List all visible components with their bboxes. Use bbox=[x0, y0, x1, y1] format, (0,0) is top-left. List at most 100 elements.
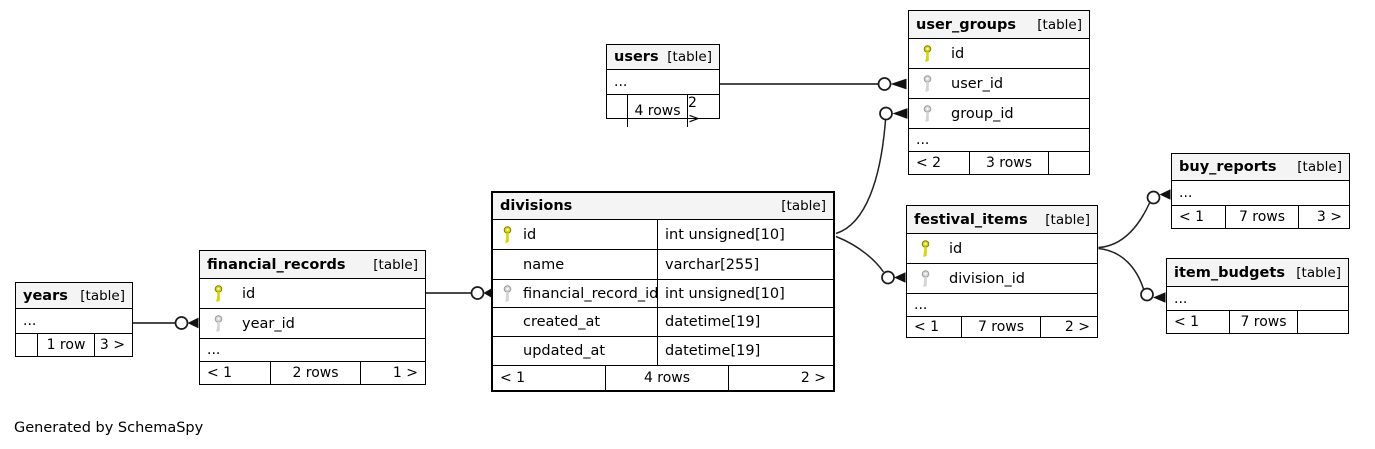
table-header[interactable]: festival_items [table] bbox=[907, 206, 1097, 234]
table-header[interactable]: divisions [table] bbox=[493, 193, 833, 220]
table-footer: 1 row 3 > bbox=[16, 334, 132, 356]
table-name[interactable]: divisions bbox=[500, 198, 573, 214]
column-type: varchar[255] bbox=[657, 250, 833, 279]
column-type: int unsigned[10] bbox=[657, 220, 833, 249]
foreign-key-icon bbox=[214, 314, 223, 332]
relationship-festival_items-to-item_budgets bbox=[1098, 247, 1166, 303]
table-type-tag: [table] bbox=[1037, 16, 1082, 33]
table-users[interactable]: users [table] ... 4 rows 2 > bbox=[606, 44, 720, 127]
ellipsis-row: ... bbox=[1172, 181, 1349, 206]
table-footer: < 1 4 rows 2 > bbox=[493, 366, 833, 390]
column-row-year_id[interactable]: year_id bbox=[200, 309, 425, 339]
table-header[interactable]: financial_records [table] bbox=[200, 251, 425, 279]
footer-rows-count: 4 rows bbox=[627, 95, 688, 127]
table-footer: < 1 7 rows bbox=[1167, 311, 1348, 333]
footer-right bbox=[1049, 152, 1089, 174]
table-name[interactable]: years bbox=[23, 287, 68, 304]
table-item_budgets[interactable]: item_budgets [table] ... < 1 7 rows bbox=[1166, 258, 1349, 334]
table-header[interactable]: item_budgets [table] bbox=[1167, 259, 1348, 287]
table-years[interactable]: years [table] ... 1 row 3 > bbox=[15, 282, 133, 357]
table-type-tag: [table] bbox=[667, 49, 712, 65]
column-type: datetime[19] bbox=[657, 308, 833, 336]
footer-right: 3 > bbox=[99, 337, 125, 353]
foreign-key-icon bbox=[503, 284, 512, 302]
primary-key-icon bbox=[921, 239, 930, 257]
relationship-divisions-to-user_groups bbox=[835, 106, 908, 235]
column-type: int unsigned[10] bbox=[657, 280, 833, 307]
column-row-id[interactable]: id int unsigned[10] bbox=[493, 220, 833, 250]
footer-rows-count: 7 rows bbox=[1225, 206, 1299, 228]
ellipsis-row: ... bbox=[607, 70, 719, 95]
footer-right: 2 > bbox=[1064, 319, 1090, 335]
foreign-key-icon bbox=[923, 74, 932, 92]
table-header[interactable]: buy_reports [table] bbox=[1172, 154, 1349, 181]
footer-right: 2 > bbox=[800, 370, 826, 386]
column-row-group_id[interactable]: group_id bbox=[909, 99, 1089, 129]
primary-key-icon bbox=[923, 44, 932, 62]
table-header[interactable]: users [table] bbox=[607, 45, 719, 70]
table-financial_records[interactable]: financial_records [table] id year_id bbox=[199, 250, 426, 385]
table-type-tag: [table] bbox=[1296, 264, 1341, 281]
footer-left: < 1 bbox=[500, 370, 526, 386]
footer-left bbox=[607, 95, 627, 127]
table-name[interactable]: buy_reports bbox=[1179, 159, 1277, 175]
table-divisions[interactable]: divisions [table] id int unsigned[10] na… bbox=[491, 191, 835, 392]
footer-right: 1 > bbox=[392, 365, 418, 381]
column-row-updated_at[interactable]: updated_at datetime[19] bbox=[493, 337, 833, 366]
column-row-id[interactable]: id bbox=[907, 234, 1097, 264]
column-row-name[interactable]: name varchar[255] bbox=[493, 250, 833, 280]
footer-rows-count: 7 rows bbox=[961, 317, 1041, 337]
table-type-tag: [table] bbox=[373, 256, 418, 273]
table-type-tag: [table] bbox=[781, 198, 826, 214]
relationship-financial_records-to-divisions bbox=[425, 286, 493, 300]
ellipsis-row: ... bbox=[907, 294, 1097, 317]
column-row-id[interactable]: id bbox=[909, 39, 1089, 69]
column-row-id[interactable]: id bbox=[200, 279, 425, 309]
table-type-tag: [table] bbox=[80, 287, 125, 304]
footer-left: < 1 bbox=[1179, 209, 1205, 225]
table-footer: < 1 2 rows 1 > bbox=[200, 362, 425, 384]
footer-left bbox=[16, 334, 37, 356]
table-name[interactable]: financial_records bbox=[207, 256, 346, 273]
ellipsis-row: ... bbox=[16, 309, 132, 334]
relationship-years-to-financial_records bbox=[132, 316, 199, 330]
ellipsis-row: ... bbox=[1167, 287, 1348, 311]
foreign-key-icon bbox=[923, 104, 932, 122]
footer-right: 3 > bbox=[1316, 209, 1342, 225]
primary-key-icon bbox=[214, 284, 223, 302]
footer-rows-count: 3 rows bbox=[969, 152, 1049, 174]
column-type: datetime[19] bbox=[657, 337, 833, 365]
table-header[interactable]: years [table] bbox=[16, 283, 132, 309]
table-footer: < 2 3 rows bbox=[909, 152, 1089, 174]
primary-key-icon bbox=[503, 225, 512, 243]
relationship-divisions-to-festival_items bbox=[835, 235, 906, 285]
table-buy_reports[interactable]: buy_reports [table] ... < 1 7 rows 3 > bbox=[1171, 153, 1350, 229]
foreign-key-icon bbox=[921, 269, 930, 287]
column-row-financial_record_id[interactable]: financial_record_id int unsigned[10] bbox=[493, 280, 833, 308]
table-footer: 4 rows 2 > bbox=[607, 95, 719, 127]
table-festival_items[interactable]: festival_items [table] id division_id bbox=[906, 205, 1098, 338]
footer-left: < 2 bbox=[916, 155, 942, 171]
table-user_groups[interactable]: user_groups [table] id user_id bbox=[908, 10, 1090, 175]
column-row-created_at[interactable]: created_at datetime[19] bbox=[493, 308, 833, 337]
ellipsis-row: ... bbox=[909, 129, 1089, 152]
footer-rows-count: 7 rows bbox=[1229, 311, 1298, 333]
footer-left: < 1 bbox=[207, 365, 233, 381]
footer-rows-count: 2 rows bbox=[270, 362, 361, 384]
footer-left: < 1 bbox=[914, 319, 940, 335]
table-header[interactable]: user_groups [table] bbox=[909, 11, 1089, 39]
table-name[interactable]: item_budgets bbox=[1174, 264, 1285, 281]
table-footer: < 1 7 rows 2 > bbox=[907, 317, 1097, 337]
table-footer: < 1 7 rows 3 > bbox=[1172, 206, 1349, 228]
table-type-tag: [table] bbox=[1297, 159, 1342, 175]
footer-right bbox=[1298, 311, 1348, 333]
footer-left: < 1 bbox=[1174, 314, 1200, 330]
table-name[interactable]: festival_items bbox=[914, 211, 1028, 228]
table-name[interactable]: user_groups bbox=[916, 16, 1017, 33]
column-row-division_id[interactable]: division_id bbox=[907, 264, 1097, 294]
column-row-user_id[interactable]: user_id bbox=[909, 69, 1089, 99]
relationship-users-to-user_groups bbox=[720, 77, 907, 91]
table-name[interactable]: users bbox=[614, 49, 659, 65]
